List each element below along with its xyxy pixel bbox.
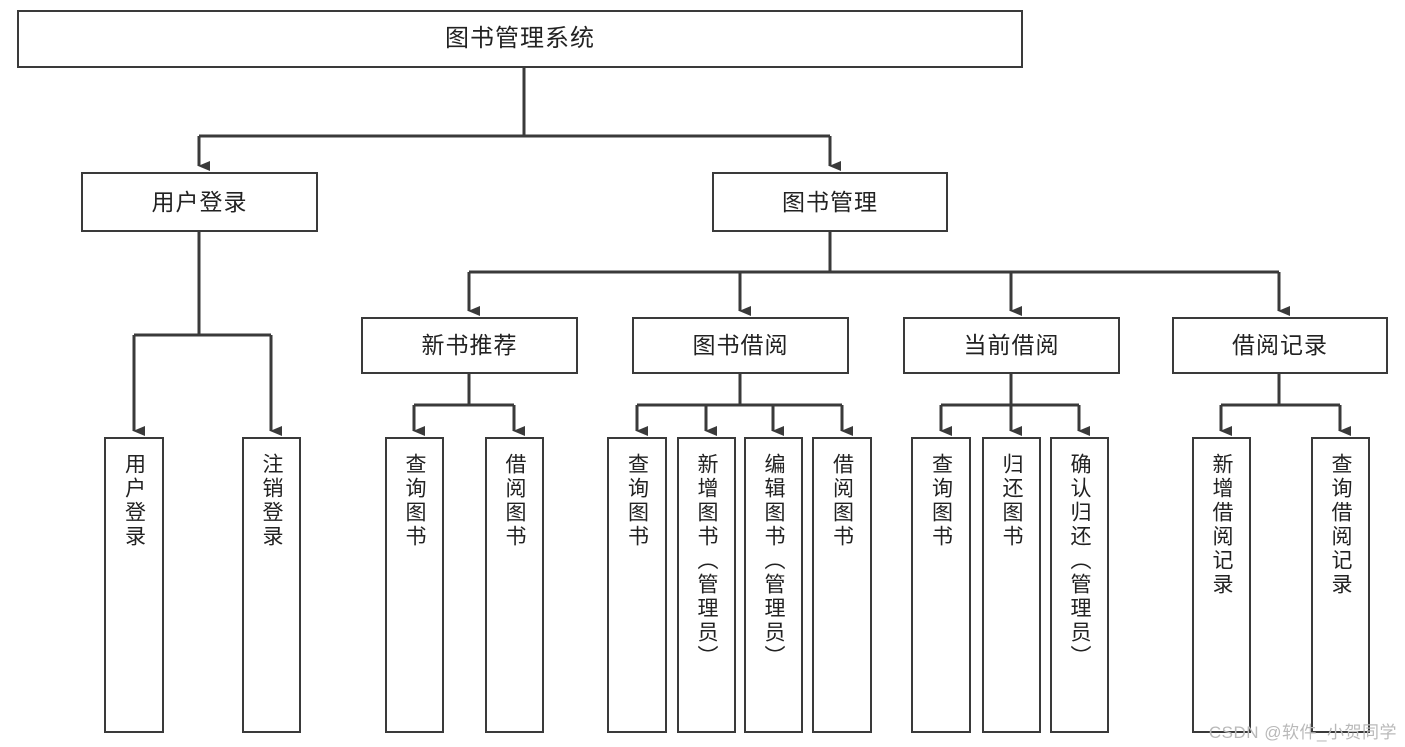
leaf-current-borrow-return[interactable]: 归还图书 xyxy=(982,437,1041,733)
leaf-label: 借阅图书 xyxy=(503,453,526,549)
leaf-label: 新增图书（管理员） xyxy=(695,453,718,669)
node-book-borrow-label: 图书借阅 xyxy=(692,332,789,359)
node-root-label: 图书管理系统 xyxy=(445,25,595,53)
leaf-label: 用户登录 xyxy=(122,453,146,549)
leaf-label: 编辑图书（管理员） xyxy=(762,453,785,669)
node-book-management[interactable]: 图书管理 xyxy=(712,172,948,232)
leaf-current-borrow-confirm[interactable]: 确认归还（管理员） xyxy=(1050,437,1109,733)
node-book-management-label: 图书管理 xyxy=(782,188,878,215)
leaf-label: 归还图书 xyxy=(1000,453,1023,549)
leaf-book-borrow-edit[interactable]: 编辑图书（管理员） xyxy=(744,437,803,733)
leaf-borrow-record-query[interactable]: 查询借阅记录 xyxy=(1311,437,1370,733)
leaf-label: 查询图书 xyxy=(929,453,953,549)
leaf-new-book-borrow[interactable]: 借阅图书 xyxy=(485,437,544,733)
leaf-borrow-record-add[interactable]: 新增借阅记录 xyxy=(1192,437,1251,733)
leaf-book-borrow-add[interactable]: 新增图书（管理员） xyxy=(677,437,736,733)
node-borrow-record[interactable]: 借阅记录 xyxy=(1172,317,1388,374)
leaf-new-book-query[interactable]: 查询图书 xyxy=(385,437,444,733)
node-new-book-recommend-label: 新书推荐 xyxy=(421,332,518,359)
leaf-label: 借阅图书 xyxy=(830,453,854,549)
leaf-current-borrow-query[interactable]: 查询图书 xyxy=(911,437,971,733)
node-borrow-record-label: 借阅记录 xyxy=(1232,332,1328,359)
leaf-user-login-logout[interactable]: 注销登录 xyxy=(242,437,301,733)
csdn-watermark: CSDN @软件_小贺同学 xyxy=(1208,723,1397,742)
leaf-label: 查询图书 xyxy=(625,453,649,549)
leaf-label: 确认归还（管理员） xyxy=(1068,453,1091,669)
node-book-borrow[interactable]: 图书借阅 xyxy=(632,317,849,374)
leaf-label: 新增借阅记录 xyxy=(1210,453,1233,597)
node-current-borrow-label: 当前借阅 xyxy=(963,332,1060,359)
leaf-label: 查询图书 xyxy=(403,453,426,549)
node-current-borrow[interactable]: 当前借阅 xyxy=(903,317,1120,374)
leaf-book-borrow-borrow[interactable]: 借阅图书 xyxy=(812,437,872,733)
leaf-label: 查询借阅记录 xyxy=(1329,453,1352,597)
leaf-user-login-login[interactable]: 用户登录 xyxy=(104,437,164,733)
leaf-label: 注销登录 xyxy=(260,453,283,549)
node-new-book-recommend[interactable]: 新书推荐 xyxy=(361,317,578,374)
node-user-login[interactable]: 用户登录 xyxy=(81,172,318,232)
leaf-book-borrow-query[interactable]: 查询图书 xyxy=(607,437,667,733)
node-root[interactable]: 图书管理系统 xyxy=(17,10,1023,68)
node-user-login-label: 用户登录 xyxy=(151,188,248,215)
